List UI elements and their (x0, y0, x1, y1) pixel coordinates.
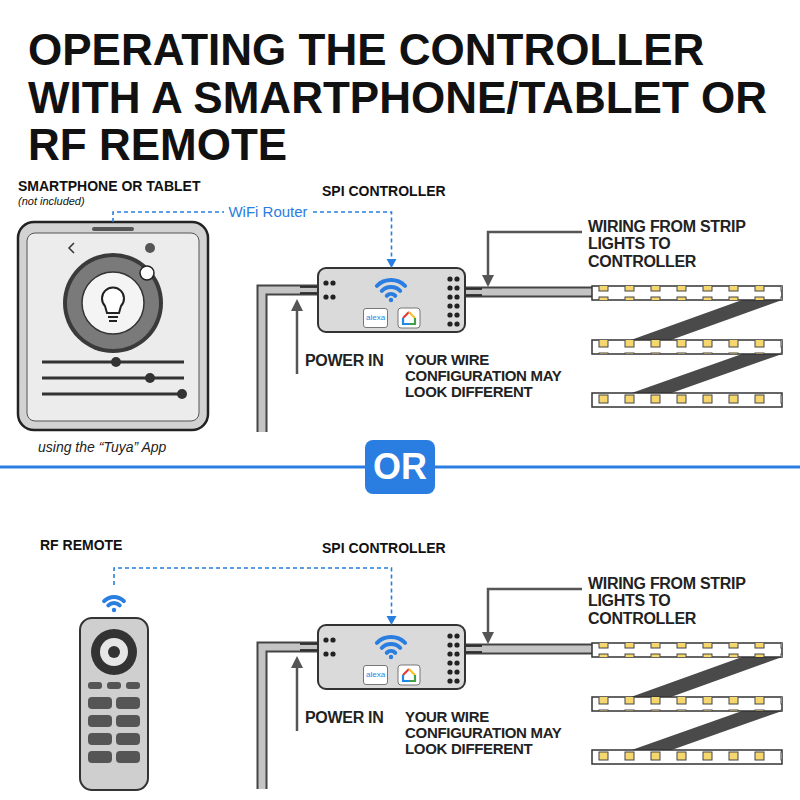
remote-node: RF REMOTE (78, 585, 150, 793)
node-heading: SMARTPHONE OR TABLET (18, 178, 201, 194)
arrow-head (387, 616, 397, 625)
node-heading: SPI CONTROLLER (322, 540, 446, 556)
controller-panel (262, 232, 782, 432)
callout-label: YOUR WIRE CONFIGURATION MAY LOOK DIFFERE… (405, 709, 585, 758)
callout-label: YOUR WIRE CONFIGURATION MAY LOOK DIFFERE… (405, 352, 585, 401)
node-heading: RF REMOTE (40, 537, 122, 553)
callout-label: WIRING FROM STRIP LIGHTS TO CONTROLLER (588, 575, 758, 627)
smartphone-node: SMARTPHONE OR TABLET(not included) (18, 222, 208, 430)
caption-note: using the “Tuya” App (38, 440, 166, 455)
controller-box: SPI CONTROLLERalexa (318, 625, 465, 689)
controller-box: SPI CONTROLLERalexa (318, 268, 465, 332)
callout-label: POWER IN (305, 709, 384, 726)
alexa-badge: alexa (363, 665, 388, 685)
wifi-connector (114, 568, 392, 617)
or-badge: OR (365, 440, 435, 494)
arrow-head (387, 259, 397, 268)
smartphone (18, 222, 208, 430)
alexa-badge: alexa (363, 308, 388, 328)
node-heading: OR (373, 449, 427, 485)
callout-label: WIRING FROM STRIP LIGHTS TO CONTROLLER (588, 218, 758, 270)
node-text: (not included) (18, 195, 85, 207)
connector-label: WiFi Router (224, 203, 311, 221)
controller-panel (262, 589, 782, 789)
callout-label: POWER IN (305, 352, 384, 369)
node-heading: SPI CONTROLLER (322, 183, 446, 199)
rf-remote (80, 597, 148, 790)
title: OPERATING THE CONTROLLER WITH A SMARTPHO… (28, 26, 778, 169)
